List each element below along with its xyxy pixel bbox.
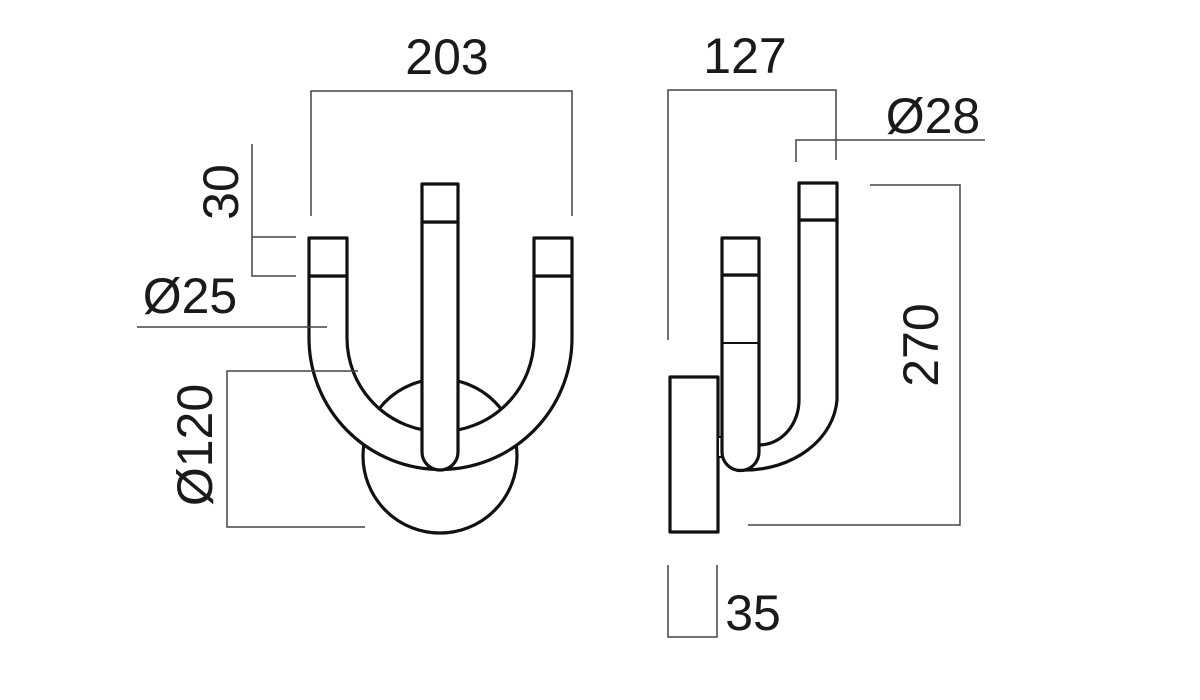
height-label: 270 [893, 303, 949, 386]
tall-cap [797, 181, 839, 222]
base-depth-dimension-line [667, 565, 718, 638]
depth-dimension-line [667, 89, 837, 340]
center-arm [420, 220, 460, 472]
width-label: 203 [405, 29, 488, 85]
cap-height-dimension-bottom [251, 237, 296, 277]
short-cap [720, 236, 761, 277]
height-dimension-line [748, 184, 961, 526]
tube-diameter-label: Ø25 [143, 268, 238, 324]
width-dimension-line [310, 90, 573, 216]
cap-height-label: 30 [193, 164, 249, 220]
base-depth-label: 35 [725, 585, 781, 641]
tall-arm [743, 218, 839, 472]
base-diameter-label: Ø120 [167, 384, 223, 506]
short-arm [720, 273, 761, 473]
tube-diameter-label: Ø28 [886, 88, 981, 144]
side-view: 127 Ø28 270 35 [667, 28, 985, 641]
cap-height-dimension-top [251, 144, 296, 238]
u-arm [307, 274, 574, 472]
tube-diameter-leader [795, 139, 985, 162]
left-cap [307, 236, 349, 278]
front-view: 203 30 Ø25 Ø120 [137, 29, 574, 535]
base-diameter-dimension-line [226, 370, 365, 528]
right-cap [532, 236, 574, 278]
center-cap [420, 182, 460, 224]
wall-plate [668, 375, 720, 534]
depth-label: 127 [703, 28, 786, 84]
